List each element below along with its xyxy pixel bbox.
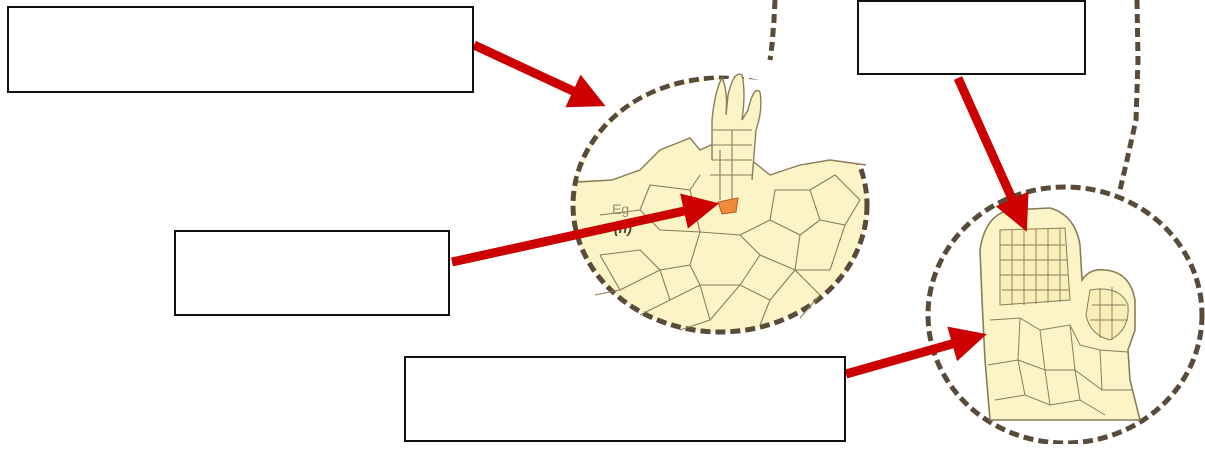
antheridium-circle [928,187,1202,443]
label-box-middle-left[interactable] [174,230,450,316]
archegonium-circle: Eg (n) [573,74,867,332]
label-box-top-left[interactable] [7,6,474,93]
arrow-top-right [958,78,1018,212]
left-stalk-line [770,0,775,60]
label-box-bottom-center[interactable] [404,356,846,442]
egg-label-partial: Eg [612,201,629,217]
arrow-top-left [474,45,586,97]
right-stalk-line [1120,0,1138,190]
label-box-top-right[interactable] [857,0,1086,75]
